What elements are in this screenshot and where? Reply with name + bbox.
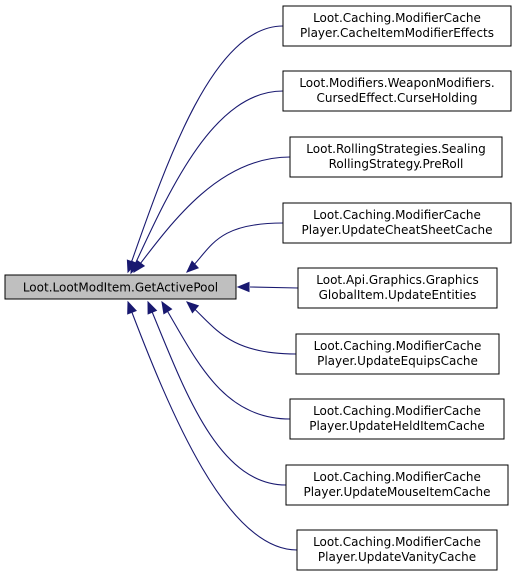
caller-node-line2: Player.UpdateMouseItemCache (303, 485, 490, 499)
caller-node[interactable]: Loot.RollingStrategies.SealingRollingStr… (289, 136, 503, 178)
caller-node-line2: Player.UpdateEquipsCache (317, 354, 478, 368)
arrowhead (185, 301, 200, 314)
root-node-label: Loot.LootModItem.GetActivePool (23, 281, 218, 295)
caller-node[interactable]: Loot.Modifiers.WeaponModifiers.CursedEff… (282, 70, 512, 112)
arrowhead (236, 281, 250, 293)
caller-node-line1: Loot.Caching.ModifierCache (313, 404, 481, 418)
root-node-box (4, 274, 237, 300)
caller-node[interactable]: Loot.Caching.ModifierCachePlayer.UpdateV… (296, 529, 498, 571)
caller-node-line1: Loot.Caching.ModifierCache (313, 470, 481, 484)
caller-node-box (289, 136, 503, 178)
caller-node[interactable]: Loot.Api.Graphics.GraphicsGlobalItem.Upd… (297, 267, 498, 309)
caller-node-box (285, 464, 509, 506)
arrowhead (147, 300, 158, 315)
caller-node-line2: RollingStrategy.PreRoll (329, 157, 464, 171)
caller-node-line1: Loot.RollingStrategies.Sealing (306, 142, 485, 156)
call-edge (249, 286, 299, 289)
caller-node-box (282, 70, 512, 112)
caller-node-line1: Loot.Api.Graphics.Graphics (316, 273, 478, 287)
caller-node-box (282, 5, 512, 47)
caller-node-line2: GlobalItem.UpdateEntities (319, 288, 477, 302)
caller-node-box (297, 267, 498, 309)
call-edge (147, 301, 287, 486)
caller-node-box (289, 398, 505, 440)
call-edge (186, 301, 297, 355)
caller-node-box (282, 202, 512, 244)
caller-node-line2: Player.CacheItemModifierEffects (300, 26, 494, 40)
root-node[interactable]: Loot.LootModItem.GetActivePool (4, 274, 237, 300)
call-edge (127, 25, 284, 273)
caller-node-line1: Loot.Modifiers.WeaponModifiers. (299, 76, 494, 90)
caller-node-line2: Player.UpdateHeldItemCache (309, 419, 485, 433)
caller-node-line2: Player.UpdateCheatSheetCache (302, 223, 493, 237)
caller-node-line1: Loot.Caching.ModifierCache (314, 339, 482, 353)
caller-node-line1: Loot.Caching.ModifierCache (313, 535, 481, 549)
caller-node[interactable]: Loot.Caching.ModifierCachePlayer.UpdateC… (282, 202, 512, 244)
arrowhead (127, 300, 137, 315)
call-edge (130, 90, 284, 274)
caller-node[interactable]: Loot.Caching.ModifierCachePlayer.CacheIt… (282, 5, 512, 47)
caller-node[interactable]: Loot.Caching.ModifierCachePlayer.UpdateE… (295, 333, 500, 375)
arrowhead (133, 259, 146, 274)
caller-node-line2: CursedEffect.CurseHolding (317, 91, 478, 105)
caller-node[interactable]: Loot.Caching.ModifierCachePlayer.UpdateM… (285, 464, 509, 506)
caller-node-box (295, 333, 500, 375)
caller-node-line1: Loot.Caching.ModifierCache (313, 11, 481, 25)
caller-node-line2: Player.UpdateVanityCache (318, 550, 476, 564)
caller-node-line1: Loot.Caching.ModifierCache (313, 208, 481, 222)
call-edge (186, 222, 284, 273)
caller-node-box (296, 529, 498, 571)
caller-node[interactable]: Loot.Caching.ModifierCachePlayer.UpdateH… (289, 398, 505, 440)
nodes-layer: Loot.LootModItem.GetActivePool Loot.Cach… (4, 5, 512, 571)
arrowhead (161, 300, 173, 315)
edges-layer (126, 25, 299, 551)
call-edge (127, 301, 298, 551)
call-edge (133, 156, 291, 273)
arrowhead (186, 260, 200, 273)
call-edge (161, 301, 291, 420)
